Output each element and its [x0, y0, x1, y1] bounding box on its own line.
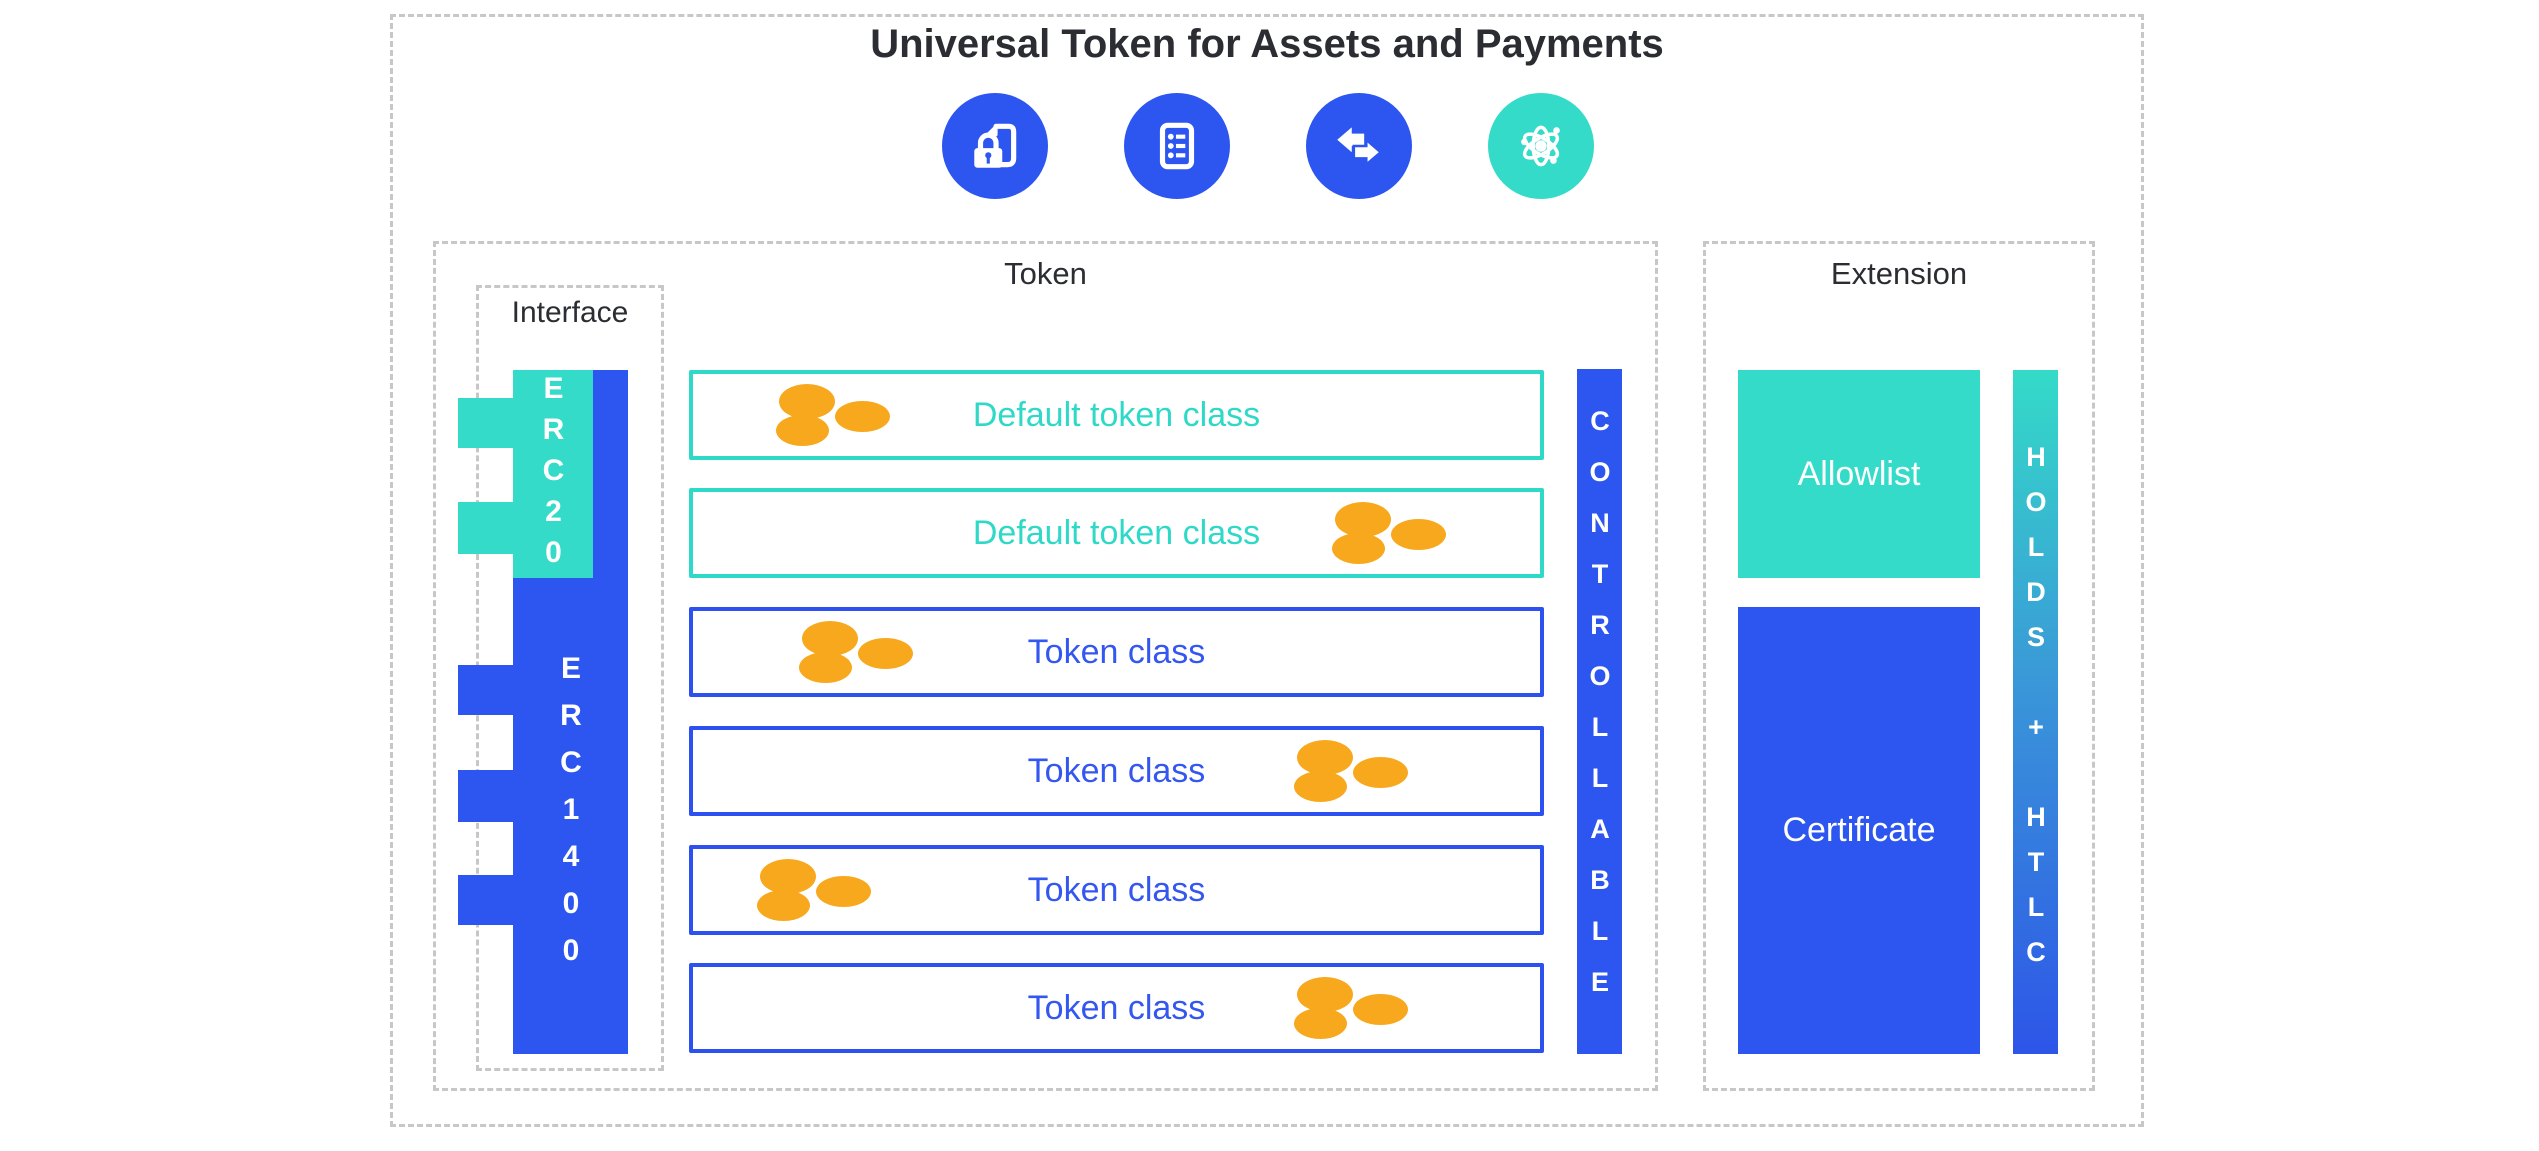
token-class-label: Default token class — [972, 395, 1261, 434]
coins-icon — [799, 621, 913, 684]
page-title: Universal Token for Assets and Payments — [870, 22, 1664, 66]
interface-title: Interface — [511, 296, 629, 329]
erc20-bar: ERC20 — [513, 370, 593, 578]
token-section-title: Token — [1004, 256, 1087, 291]
erc1400-label: ERC1400 — [554, 651, 588, 981]
coins-icon — [1294, 977, 1408, 1040]
token-class-row: Token class — [689, 963, 1544, 1053]
controllable-label: CONTROLLABLE — [1585, 405, 1615, 1018]
erc1400-label-wrap: ERC1400 — [513, 578, 628, 1054]
coins-icon — [1294, 740, 1408, 803]
certificate-block: Certificate — [1738, 607, 1980, 1054]
atom-glyph — [1521, 125, 1560, 167]
holds-htlc-label: HOLDS + HTLC — [2021, 442, 2051, 982]
token-class-row: Token class — [689, 726, 1544, 816]
allowlist-label: Allowlist — [1797, 454, 1921, 493]
extension-section-frame — [1703, 241, 2095, 1091]
erc1400-connector-tab — [458, 770, 514, 822]
coins-icon — [757, 859, 871, 922]
token-class-row: Default token class — [689, 488, 1544, 578]
token-class-label: Token class — [1027, 870, 1206, 909]
token-class-label: Token class — [1027, 988, 1206, 1027]
secure-document-glyph — [974, 123, 1017, 168]
erc20-label: ERC20 — [537, 371, 570, 577]
holds-htlc-bar: HOLDS + HTLC — [2013, 370, 2058, 1054]
token-class-label: Token class — [1027, 751, 1206, 790]
erc20-connector-tab — [458, 502, 514, 554]
transfer-arrows-icon — [1306, 93, 1412, 199]
atom-icon — [1488, 93, 1594, 199]
erc1400-connector-tab — [458, 665, 514, 715]
token-class-row: Token class — [689, 845, 1544, 935]
outer-frame — [390, 14, 2144, 1127]
feature-icons-row — [942, 93, 1594, 199]
token-section-frame — [433, 241, 1658, 1091]
checklist-glyph — [1159, 122, 1195, 170]
token-class-label: Default token class — [972, 513, 1261, 552]
erc1400-connector-tab — [458, 875, 514, 925]
coins-icon — [1332, 502, 1446, 565]
token-class-row: Token class — [689, 607, 1544, 697]
checklist-icon — [1124, 93, 1230, 199]
secure-document-icon — [942, 93, 1048, 199]
token-class-label: Token class — [1027, 632, 1206, 671]
allowlist-block: Allowlist — [1738, 370, 1980, 578]
token-class-row: Default token class — [689, 370, 1544, 460]
transfer-arrows-glyph — [1337, 127, 1383, 168]
controllable-bar: CONTROLLABLE — [1577, 369, 1622, 1054]
certificate-label: Certificate — [1782, 811, 1936, 849]
extension-section-title: Extension — [1830, 256, 1968, 291]
erc20-connector-tab — [458, 398, 514, 448]
coins-icon — [776, 384, 890, 447]
